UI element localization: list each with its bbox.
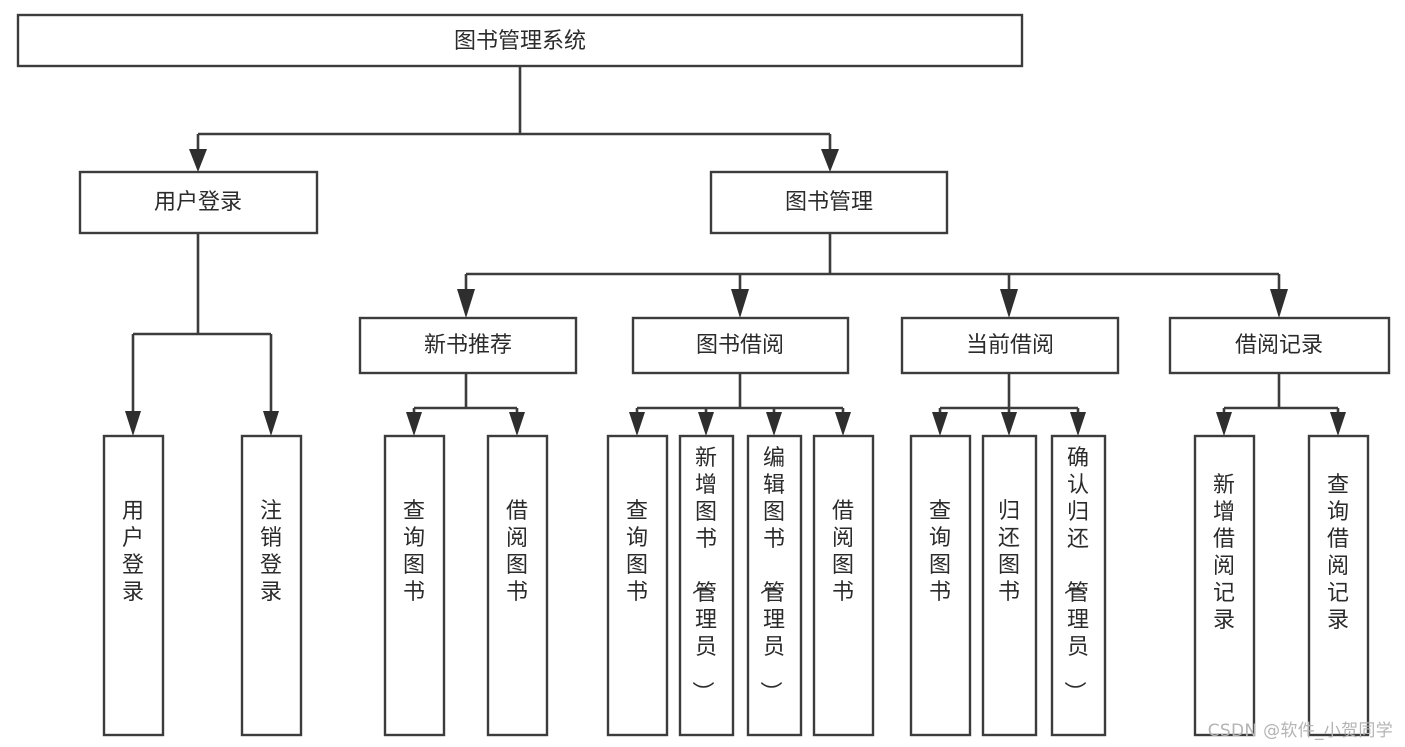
node-leaf-add-book[interactable]: 新增图书（管理员） bbox=[678, 434, 735, 737]
node-leaf-add-record-label: 新增借阅记录 bbox=[1213, 473, 1235, 633]
arrowhead-leaf-user-login bbox=[125, 411, 141, 436]
node-leaf-query-book-2[interactable]: 查询图书 bbox=[606, 434, 669, 737]
node-leaf-logout[interactable]: 注销登录 bbox=[240, 434, 303, 737]
arrowhead-leaf-query-book-1 bbox=[406, 412, 422, 436]
arrowhead-leaf-edit-book bbox=[766, 412, 782, 436]
node-leaf-borrow-book-1-label: 借阅图书 bbox=[506, 499, 528, 605]
node-current-borrow-box[interactable] bbox=[900, 316, 1120, 375]
node-book-manage[interactable]: 图书管理 bbox=[709, 170, 949, 235]
node-leaf-confirm-return[interactable]: 确认归还（管理员） bbox=[1050, 434, 1107, 737]
node-leaf-confirm-return-label: 确认归还（管理员） bbox=[1061, 446, 1089, 703]
arrowhead-leaf-confirm-return bbox=[1070, 412, 1086, 436]
node-leaf-borrow-book-2-label: 借阅图书 bbox=[832, 499, 854, 605]
arrowhead-leaf-query-book-3 bbox=[932, 412, 948, 436]
node-root-box[interactable] bbox=[16, 13, 1024, 68]
node-leaf-query-book-3-label: 查询图书 bbox=[929, 499, 951, 605]
node-leaf-add-book-box[interactable] bbox=[678, 434, 735, 737]
node-current-borrow[interactable]: 当前借阅 bbox=[900, 316, 1120, 375]
arrowhead-leaf-add-book bbox=[698, 412, 714, 436]
node-leaf-query-book-1-box[interactable] bbox=[383, 434, 446, 737]
node-leaf-return-book-label: 归还图书 bbox=[998, 499, 1020, 605]
node-current-borrow-label: 当前借阅 bbox=[966, 333, 1054, 358]
node-user-login-box[interactable] bbox=[78, 170, 319, 235]
node-leaf-borrow-book-2-box[interactable] bbox=[812, 434, 875, 737]
arrowhead-leaf-logout bbox=[263, 411, 279, 436]
node-root[interactable]: 图书管理系统 bbox=[16, 13, 1024, 68]
node-book-borrow[interactable]: 图书借阅 bbox=[631, 316, 850, 375]
node-leaf-borrow-book-1[interactable]: 借阅图书 bbox=[486, 434, 549, 737]
node-leaf-edit-book-box[interactable] bbox=[746, 434, 803, 737]
node-book-borrow-label: 图书借阅 bbox=[696, 333, 784, 358]
node-borrow-record[interactable]: 借阅记录 bbox=[1168, 316, 1391, 375]
node-leaf-confirm-return-box[interactable] bbox=[1050, 434, 1107, 737]
arrowhead-new-book-recommend bbox=[457, 289, 475, 318]
node-borrow-record-box[interactable] bbox=[1168, 316, 1391, 375]
watermark-label: CSDN @软件_小贺同学 bbox=[1207, 721, 1393, 741]
node-leaf-return-book-box[interactable] bbox=[981, 434, 1038, 737]
node-new-book-recommend-label: 新书推荐 bbox=[424, 333, 512, 358]
arrowhead-leaf-add-record bbox=[1216, 412, 1232, 436]
arrowhead-leaf-query-record bbox=[1330, 412, 1346, 436]
node-leaf-add-record-box[interactable] bbox=[1193, 434, 1256, 737]
node-user-login-label: 用户登录 bbox=[154, 190, 242, 215]
node-leaf-query-record[interactable]: 查询借阅记录 bbox=[1307, 434, 1370, 737]
node-leaf-query-book-1[interactable]: 查询图书 bbox=[383, 434, 446, 737]
node-leaf-user-login-box[interactable] bbox=[102, 434, 165, 737]
node-leaf-user-login-label: 用户登录 bbox=[122, 499, 144, 605]
node-leaf-borrow-book-2[interactable]: 借阅图书 bbox=[812, 434, 875, 737]
node-book-manage-label: 图书管理 bbox=[785, 190, 873, 215]
arrowhead-book-borrow bbox=[731, 289, 749, 318]
arrowhead-borrow-record bbox=[1270, 289, 1288, 318]
arrowhead-leaf-borrow-book-2 bbox=[835, 412, 851, 436]
node-borrow-record-label: 借阅记录 bbox=[1235, 333, 1323, 358]
node-leaf-edit-book-label: 编辑图书（管理员） bbox=[757, 446, 785, 703]
node-new-book-recommend[interactable]: 新书推荐 bbox=[358, 316, 578, 375]
node-leaf-borrow-book-1-box[interactable] bbox=[486, 434, 549, 737]
connector-layer bbox=[125, 66, 1346, 436]
node-leaf-return-book[interactable]: 归还图书 bbox=[981, 434, 1038, 737]
node-root-label: 图书管理系统 bbox=[454, 29, 586, 54]
node-leaf-logout-label: 注销登录 bbox=[260, 499, 282, 605]
node-new-book-recommend-box[interactable] bbox=[358, 316, 578, 375]
node-leaf-add-record[interactable]: 新增借阅记录 bbox=[1193, 434, 1256, 737]
node-leaf-user-login[interactable]: 用户登录 bbox=[102, 434, 165, 737]
arrowhead-leaf-query-book-2 bbox=[629, 412, 645, 436]
node-leaf-query-record-box[interactable] bbox=[1307, 434, 1370, 737]
arrowhead-book-manage bbox=[821, 149, 839, 172]
arrowhead-leaf-return-book bbox=[1001, 412, 1017, 436]
node-book-manage-box[interactable] bbox=[709, 170, 949, 235]
arrowhead-user-login bbox=[189, 149, 207, 172]
node-leaf-query-book-1-label: 查询图书 bbox=[403, 499, 425, 605]
node-leaf-query-record-label: 查询借阅记录 bbox=[1327, 473, 1349, 633]
node-leaf-edit-book[interactable]: 编辑图书（管理员） bbox=[746, 434, 803, 737]
node-leaf-query-book-3-box[interactable] bbox=[909, 434, 972, 737]
arrowhead-current-borrow bbox=[1000, 289, 1018, 318]
arrowhead-leaf-borrow-book-1 bbox=[509, 412, 525, 436]
node-leaf-logout-box[interactable] bbox=[240, 434, 303, 737]
node-leaf-query-book-3[interactable]: 查询图书 bbox=[909, 434, 972, 737]
node-leaf-query-book-2-label: 查询图书 bbox=[626, 499, 648, 605]
node-user-login[interactable]: 用户登录 bbox=[78, 170, 319, 235]
node-leaf-query-book-2-box[interactable] bbox=[606, 434, 669, 737]
node-book-borrow-box[interactable] bbox=[631, 316, 850, 375]
node-leaf-add-book-label: 新增图书（管理员） bbox=[689, 446, 717, 703]
